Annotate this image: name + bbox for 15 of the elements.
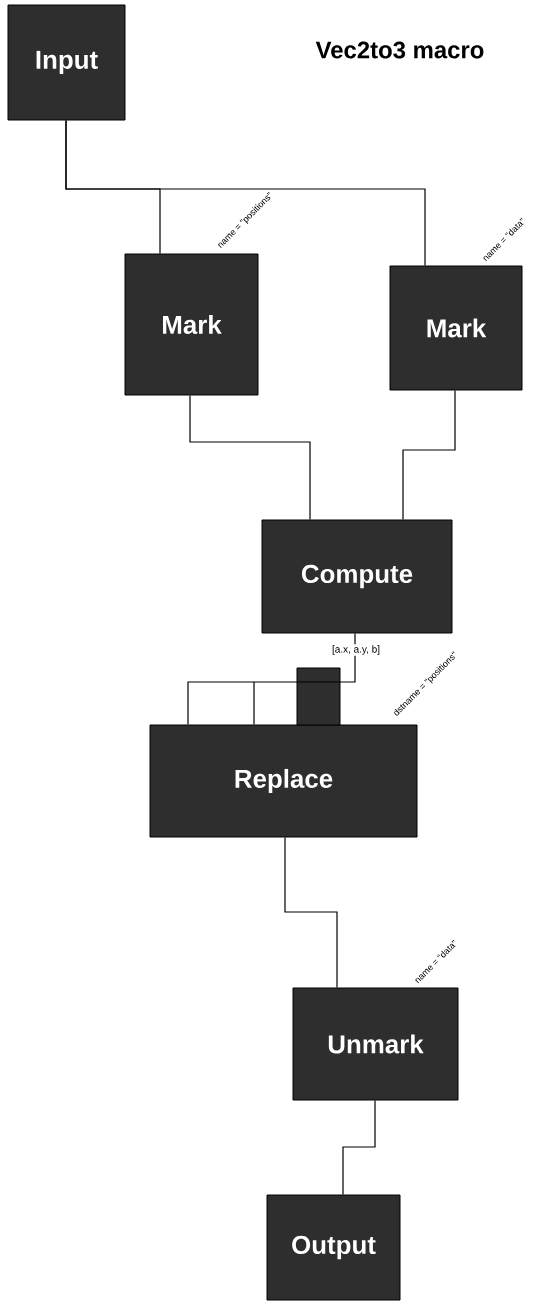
edge-label: [a.x, a.y, b] [332, 645, 380, 655]
title: Vec2to3 macro [315, 41, 484, 59]
module-box: Compute [261, 519, 453, 634]
module-box: Output [266, 1194, 401, 1301]
connector-line [402, 389, 456, 521]
connector-line [187, 632, 356, 726]
module-box: Input [7, 4, 126, 121]
connector-line [342, 1099, 376, 1196]
module-box: Mark [389, 265, 523, 391]
connector-line [284, 836, 338, 989]
connector-line [189, 394, 311, 521]
module-box: Replace [149, 724, 418, 838]
connector-line [65, 119, 426, 267]
module-box: Unmark [292, 987, 459, 1101]
module-box: Mark [124, 253, 259, 396]
